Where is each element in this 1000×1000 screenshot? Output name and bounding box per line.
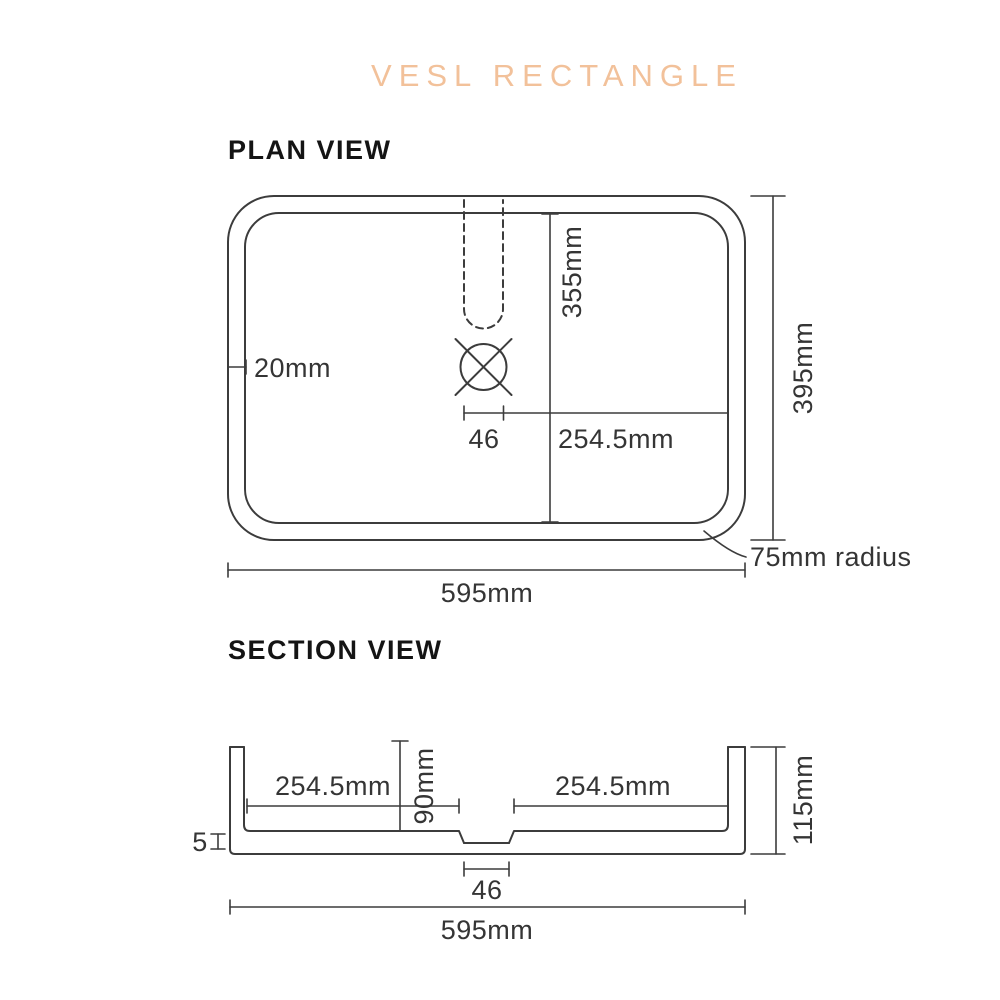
tap-slot-dashed-outline	[463, 199, 504, 330]
section-outer-profile	[229, 746, 746, 855]
plan-dim-label-inner-length: 355mm	[557, 226, 587, 319]
plan-dim-label-wall-thickness: 20mm	[254, 353, 331, 383]
section-inner-profile-left	[243, 746, 465, 844]
section-dim-label-inner-depth: 90mm	[409, 747, 439, 824]
plan-dim-label-overall-depth: 395mm	[788, 322, 818, 415]
plan-view-heading: PLAN VIEW	[228, 135, 392, 165]
plan-dim-label-drain-to-edge: 254.5mm	[558, 424, 674, 454]
section-dim-label-left-to-drain: 254.5mm	[275, 771, 391, 801]
radius-leader-line	[703, 530, 747, 558]
plan-dim-label-corner-radius: 75mm radius	[750, 542, 912, 572]
section-inner-profile-right	[508, 746, 729, 844]
section-view-heading: SECTION VIEW	[228, 635, 443, 665]
plan-view: 355mm 20mm 46 254.5mm 395mm 75mm radius	[227, 195, 912, 608]
plan-inner-rim	[244, 212, 729, 524]
section-dim-label-overall-height: 115mm	[788, 755, 818, 846]
plan-dim-label-drain-width: 46	[468, 424, 499, 454]
plan-dim-label-overall-width: 595mm	[441, 578, 534, 608]
section-dim-label-right-to-drain: 254.5mm	[555, 771, 671, 801]
section-dim-label-overall-width: 595mm	[441, 915, 534, 945]
drain-cross-line-2	[454, 338, 513, 396]
section-view: 254.5mm 254.5mm 90mm 5 115mm	[192, 740, 818, 945]
section-dim-label-base-thickness: 5	[192, 827, 208, 857]
drain-circle-icon	[459, 343, 508, 391]
section-dim-label-drain-width: 46	[471, 875, 502, 905]
page-title: VESL RECTANGLE	[371, 58, 743, 93]
